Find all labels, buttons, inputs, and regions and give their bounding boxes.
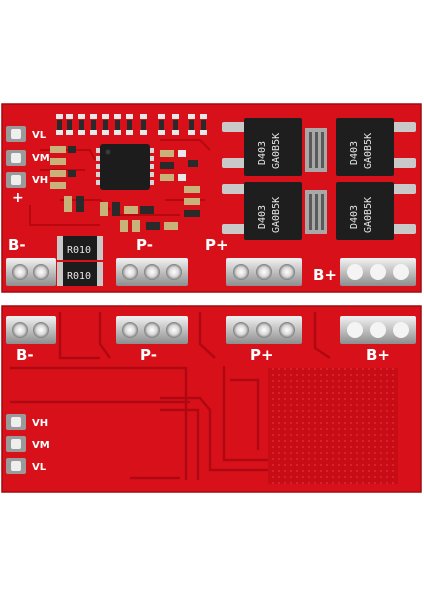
bottom-board: B- P- P+ B+ VH VM VL	[1, 305, 422, 493]
bottom-left-pads	[6, 414, 26, 474]
shunt-resistors	[57, 236, 103, 286]
bottom-pad-label-vl: VL	[32, 462, 47, 473]
mosfet-2-marking-line1: D403	[349, 141, 360, 165]
mosfet-array	[222, 118, 416, 240]
top-label-p-minus: P-	[136, 236, 153, 254]
bottom-pad-label-vh: VH	[32, 418, 48, 429]
top-label-p-plus: P+	[205, 236, 229, 254]
top-label-b-plus: B+	[313, 266, 337, 284]
bottom-label-p-minus: P-	[140, 346, 157, 364]
controller-ic	[96, 144, 154, 190]
mosfet-3-marking-line2: GA0B5K	[271, 197, 282, 233]
top-board: VL VM VH +	[1, 103, 422, 293]
mosfet-2-marking-line2: GA0B5K	[363, 133, 374, 169]
mosfet-3-marking-line1: D403	[257, 205, 268, 229]
bottom-label-b-minus: B-	[16, 346, 34, 364]
pad-label-plus: +	[12, 190, 24, 206]
mosfet-4-marking-line1: D403	[349, 205, 360, 229]
bottom-label-p-plus: P+	[250, 346, 274, 364]
bottom-traces	[10, 312, 331, 480]
bottom-label-b-plus: B+	[366, 346, 390, 364]
smd-components	[50, 114, 207, 232]
mosfet-1-marking-line1: D403	[257, 141, 268, 165]
resistor-marking-1: R010	[67, 245, 91, 256]
resistor-marking-2: R010	[67, 271, 91, 282]
mosfet-1-marking-line2: GA0B5K	[271, 133, 282, 169]
mosfet-4-marking-line2: GA0B5K	[363, 197, 374, 233]
top-terminals	[6, 258, 416, 286]
pad-label-vh: VH	[32, 175, 48, 186]
copper-pour	[268, 368, 398, 484]
bottom-terminals	[6, 316, 416, 344]
pad-label-vm: VM	[32, 153, 50, 164]
pad-label-vl: VL	[32, 130, 47, 141]
bottom-pad-label-vm: VM	[32, 440, 50, 451]
top-label-b-minus: B-	[8, 236, 26, 254]
top-left-pads	[6, 126, 26, 188]
